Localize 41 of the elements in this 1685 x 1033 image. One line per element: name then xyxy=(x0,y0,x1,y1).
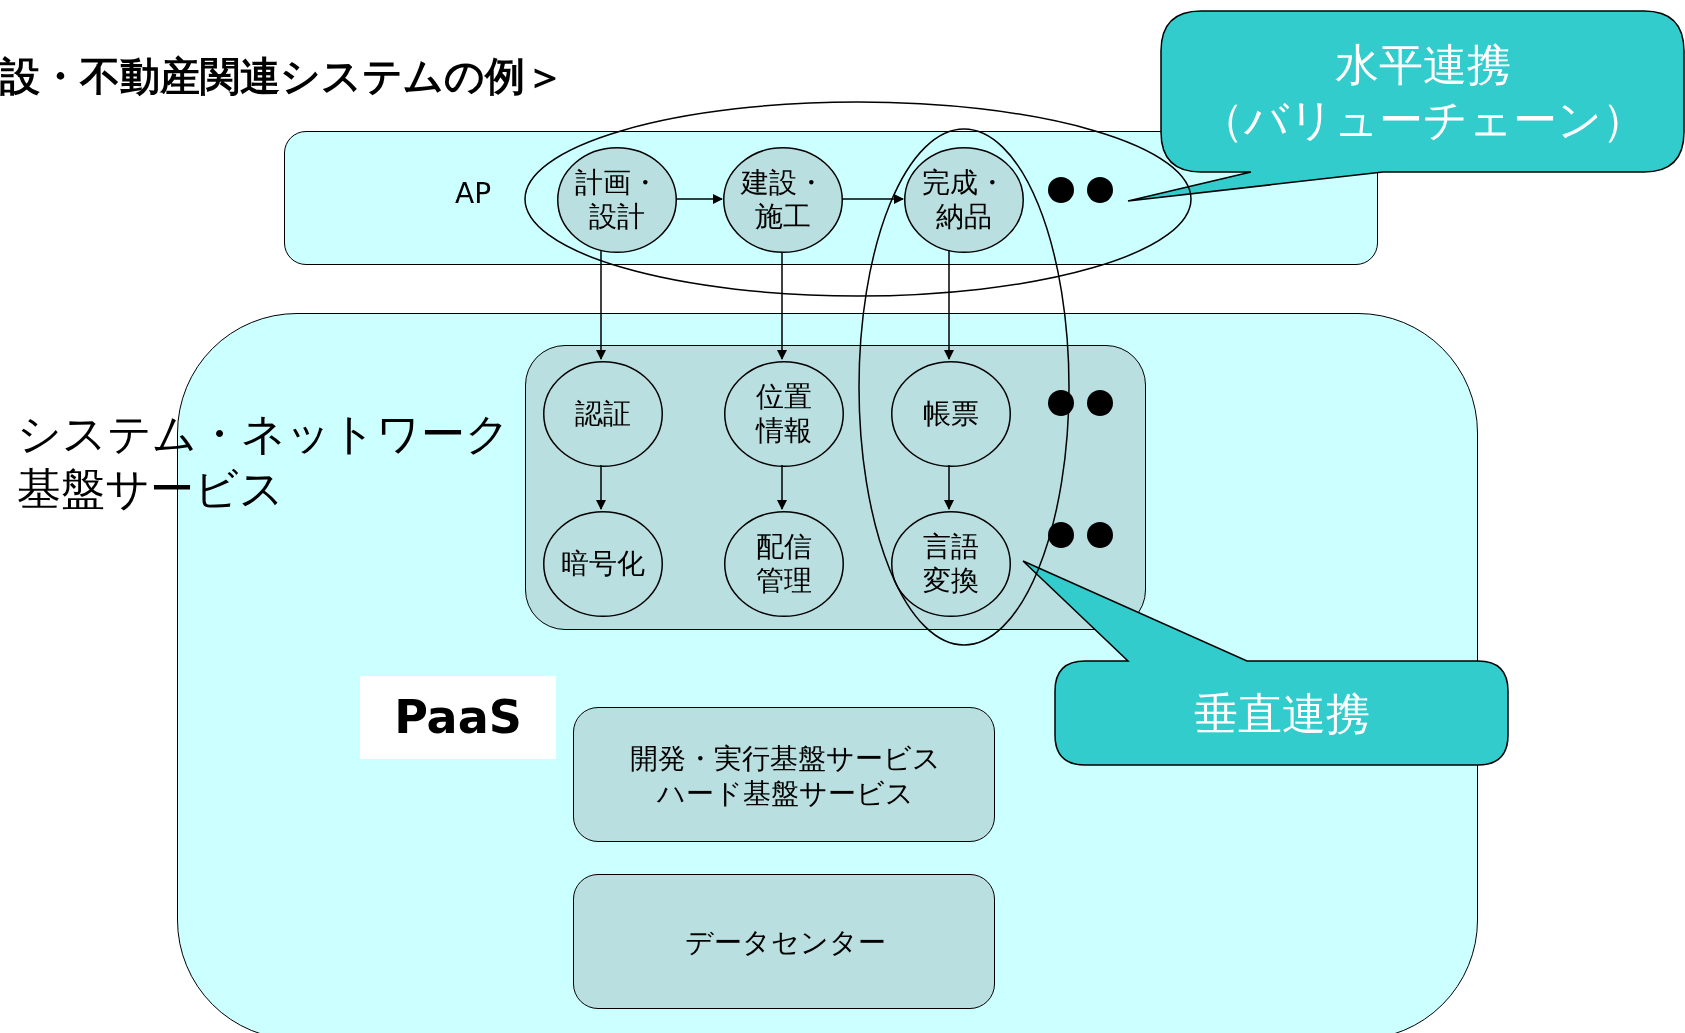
service-circle xyxy=(891,361,1011,467)
label-plate xyxy=(360,676,556,759)
node-label: 認証 xyxy=(574,396,632,432)
arrow xyxy=(675,194,723,204)
node-label: 位置情報 xyxy=(754,379,813,449)
node-label: 言語変換 xyxy=(922,529,980,599)
callout-text: （バリューチェーン） xyxy=(1199,92,1646,147)
service-circle xyxy=(543,361,663,467)
node-label: ハード基盤サービス xyxy=(656,775,914,811)
arrow xyxy=(841,194,904,204)
node-label: 帳票 xyxy=(922,396,980,432)
service-circle xyxy=(724,361,844,467)
service-box xyxy=(573,707,995,842)
callout-tooltip xyxy=(1128,11,1684,201)
arrow xyxy=(596,464,606,510)
node-label: 暗号化 xyxy=(560,546,646,582)
arrow xyxy=(777,464,787,510)
title: 設・不動産関連システムの例＞ xyxy=(0,52,565,100)
service-circle xyxy=(723,147,843,253)
node-label: 完成・納品 xyxy=(921,165,1007,235)
service-circle xyxy=(543,511,663,617)
node-label: PaaS xyxy=(394,688,522,746)
arrow xyxy=(596,249,606,360)
service-circle xyxy=(557,147,677,253)
arrow xyxy=(944,249,954,360)
arrow xyxy=(944,464,954,510)
node-label: 建設・施工 xyxy=(739,165,826,235)
node-label: データセンター xyxy=(684,925,886,960)
service-box xyxy=(573,874,995,1009)
callout-text: 水平連携 xyxy=(1334,37,1511,92)
service-circle xyxy=(891,511,1011,617)
node-label: 計画・設計 xyxy=(574,165,660,235)
node-label: 配信管理 xyxy=(755,529,813,599)
node-label: 開発・実行基盤サービス xyxy=(629,740,941,776)
arrow xyxy=(777,251,787,360)
node-label: AP xyxy=(455,176,492,211)
service-circle xyxy=(904,147,1024,253)
callout-tooltip xyxy=(1023,561,1508,765)
service-panel xyxy=(525,345,1146,630)
service-circle xyxy=(724,511,844,617)
callout-text: 垂直連携 xyxy=(1193,686,1370,741)
